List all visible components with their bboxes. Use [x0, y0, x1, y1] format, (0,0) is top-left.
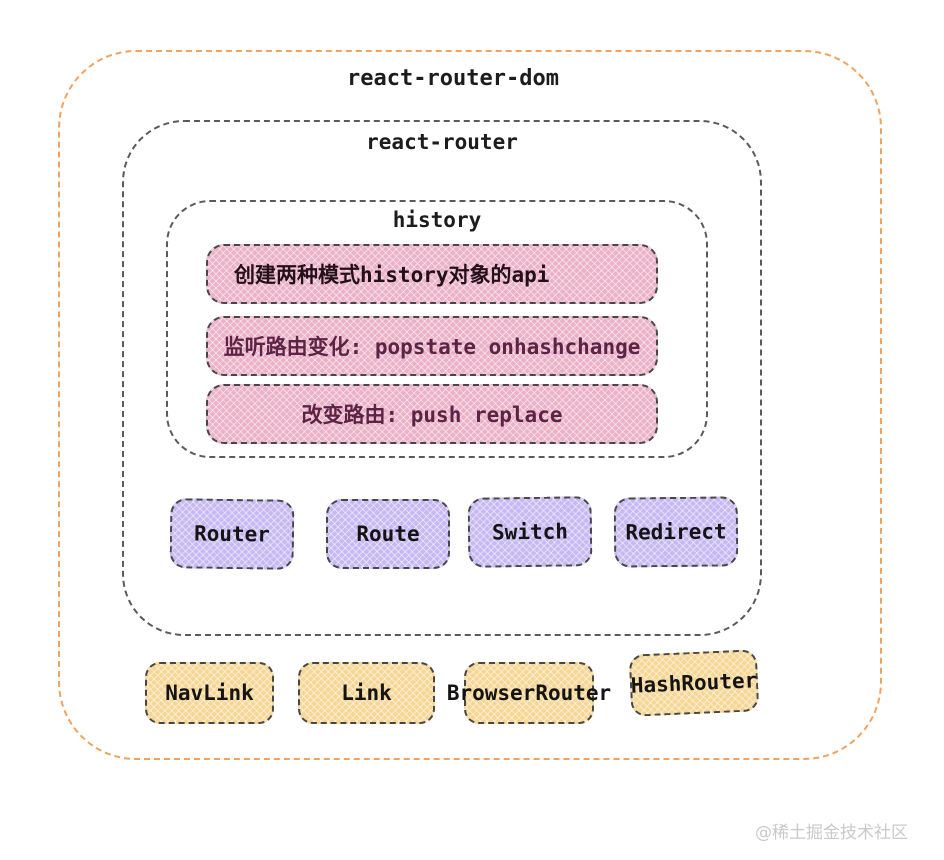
container-history: history 创建两种模式history对象的api 监听路由变化: pops…	[166, 200, 708, 458]
component-browserrouter-box: BrowserRouter	[447, 662, 611, 724]
component-link-box: Link	[298, 662, 435, 724]
component-redirect-box: Redirect	[613, 496, 739, 568]
history-api-listen-box: 监听路由变化: popstate onhashchange	[206, 316, 658, 376]
react-router-label: react-router	[366, 130, 518, 154]
component-navlink-box: NavLink	[145, 662, 274, 724]
component-switch-box: Switch	[467, 496, 593, 568]
juejin-watermark: @稀土掘金技术社区	[755, 823, 908, 843]
react-router-dom-label: react-router-dom	[347, 66, 559, 91]
history-api-create-box: 创建两种模式history对象的api	[206, 244, 658, 304]
component-router-label: Router	[193, 521, 271, 547]
component-switch-label: Switch	[491, 519, 569, 545]
component-route-box: Route	[326, 499, 450, 569]
component-hashrouter-box: HashRouter	[628, 649, 760, 717]
component-router-box: Router	[169, 498, 295, 570]
history-api-change-box: 改变路由: push replace	[206, 384, 658, 444]
container-react-router: react-router history 创建两种模式history对象的api…	[122, 120, 762, 636]
component-navlink-label: NavLink	[165, 681, 254, 705]
history-api-create-label: 创建两种模式history对象的api	[234, 263, 550, 287]
history-label: history	[392, 208, 482, 232]
component-redirect-label: Redirect	[625, 519, 727, 545]
container-react-router-dom: react-router-dom react-router history 创建…	[58, 50, 882, 760]
history-api-listen-label: 监听路由变化: popstate onhashchange	[223, 335, 641, 359]
component-link-label: Link	[341, 681, 392, 705]
component-browserrouter-label: BrowserRouter	[446, 681, 612, 705]
component-hashrouter-label: HashRouter	[630, 668, 758, 698]
history-api-change-label: 改变路由: push replace	[301, 403, 563, 427]
component-route-label: Route	[356, 522, 420, 546]
